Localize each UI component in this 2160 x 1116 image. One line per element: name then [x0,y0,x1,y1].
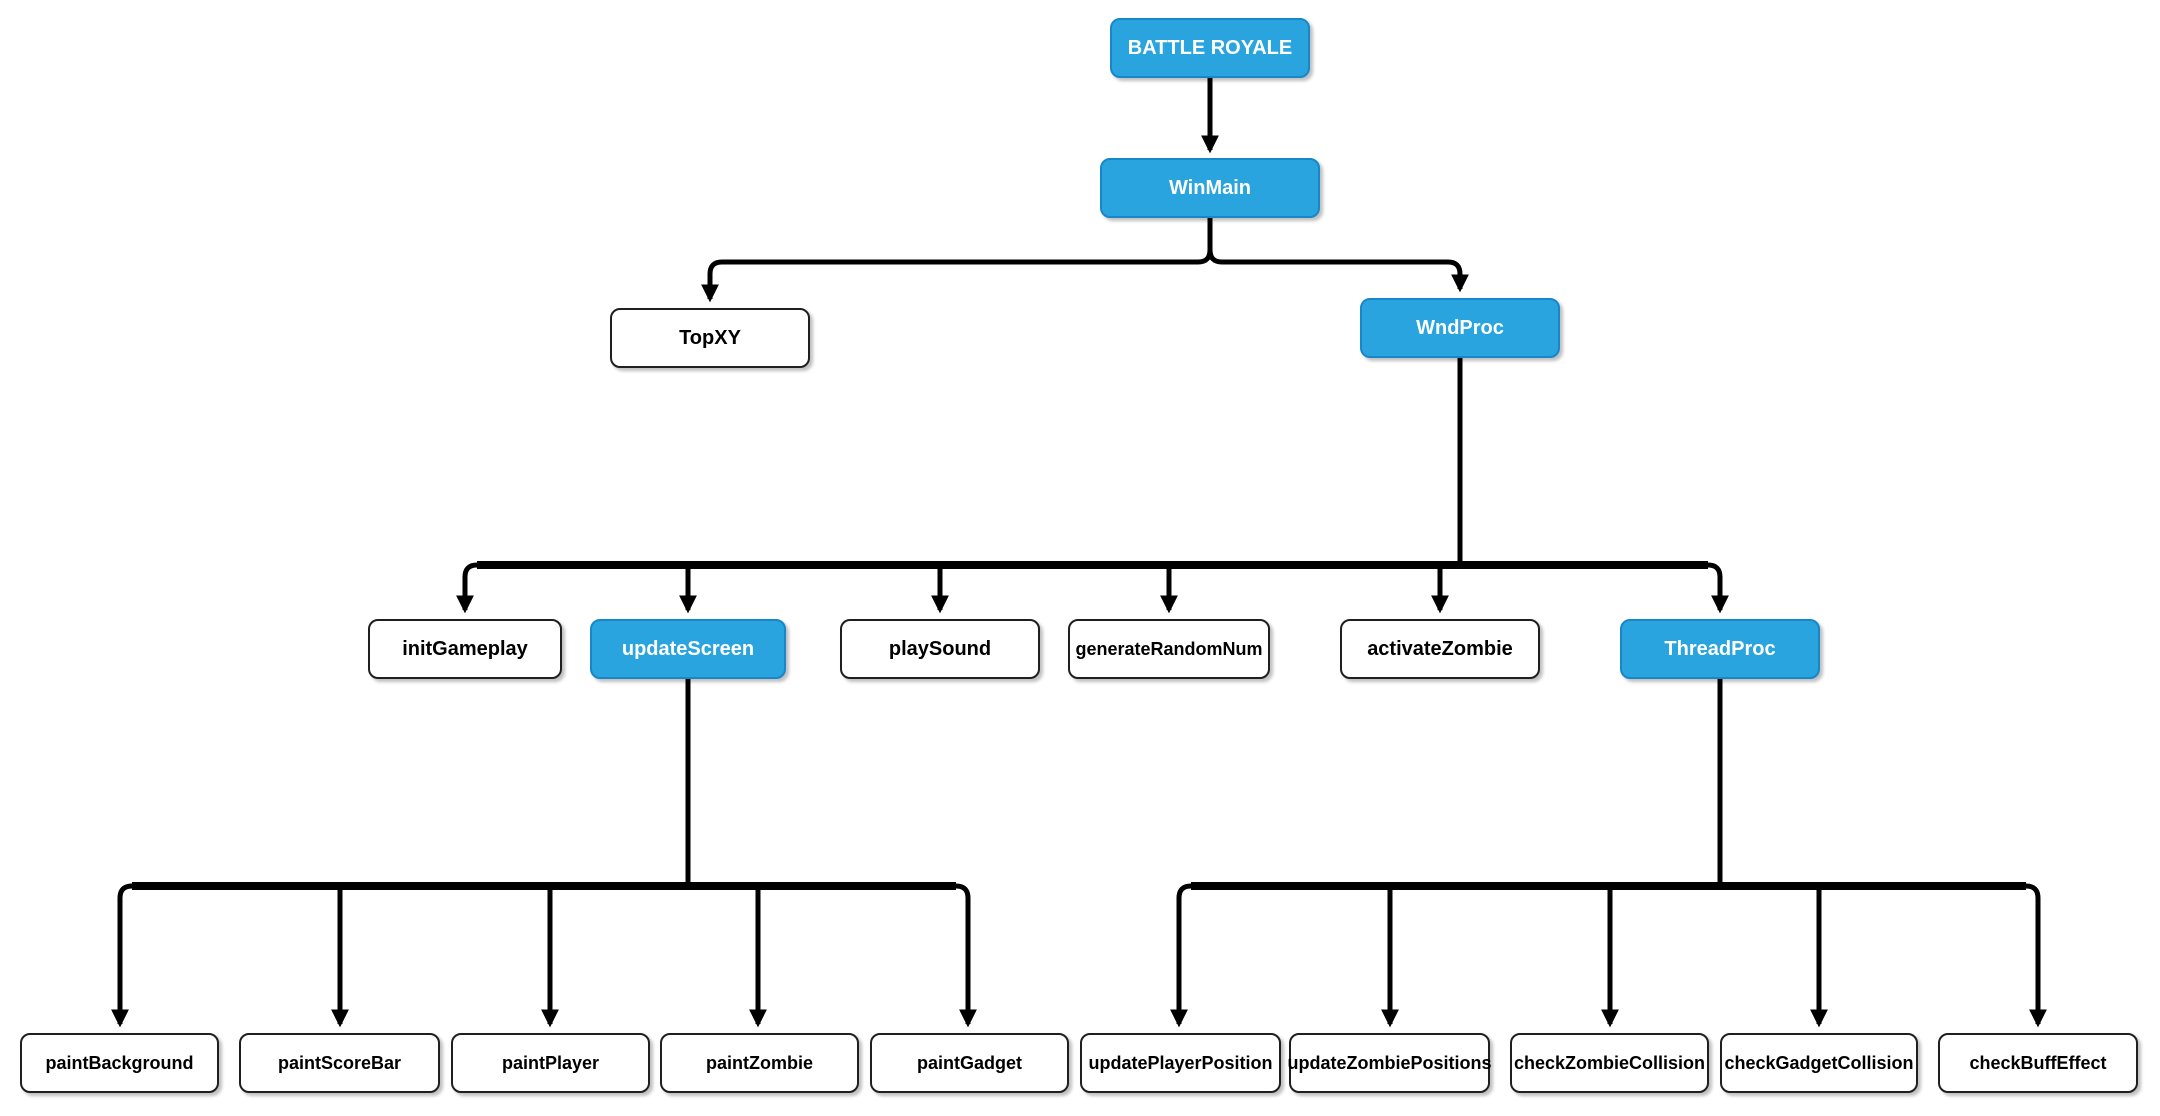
node-label: ThreadProc [1664,637,1776,660]
node-battle-royale[interactable]: BATTLE ROYALE [1110,18,1310,78]
edge-group-updatescreen [111,679,977,1028]
node-winmain[interactable]: WinMain [1100,158,1320,218]
node-wndproc[interactable]: WndProc [1360,298,1560,358]
node-label: WinMain [1168,176,1252,199]
node-label: activateZombie [1367,637,1513,660]
node-check-zombie-collision[interactable]: checkZombieCollision [1510,1033,1709,1093]
node-label: updateScreen [621,637,755,660]
node-init-gameplay[interactable]: initGameplay [368,619,562,679]
edge-group-winmain [701,218,1469,303]
edge-group-threadproc [1170,679,2047,1028]
node-label: checkZombieCollision [1513,1052,1706,1073]
node-label: checkBuffEffect [1969,1052,2107,1073]
node-label: WndProc [1416,316,1504,339]
node-label: paintBackground [45,1052,194,1073]
node-label: checkGadgetCollision [1724,1052,1914,1073]
node-play-sound[interactable]: playSound [840,619,1040,679]
node-update-player-position[interactable]: updatePlayerPosition [1080,1033,1281,1093]
node-activate-zombie[interactable]: activateZombie [1340,619,1540,679]
node-label: TopXY [679,326,741,349]
node-generate-random-num[interactable]: generateRandomNum [1068,619,1270,679]
node-thread-proc[interactable]: ThreadProc [1620,619,1820,679]
node-label: paintScoreBar [277,1052,402,1073]
node-paint-player[interactable]: paintPlayer [451,1033,650,1093]
node-update-zombie-positions[interactable]: updateZombiePositions [1287,1033,1492,1093]
node-label: updatePlayerPosition [1088,1052,1273,1073]
node-label: paintGadget [916,1052,1022,1073]
node-paint-zombie[interactable]: paintZombie [660,1033,859,1093]
node-label: generateRandomNum [1075,638,1263,659]
node-topxy[interactable]: TopXY [610,308,810,368]
node-paint-background[interactable]: paintBackground [20,1033,219,1093]
node-paint-gadget[interactable]: paintGadget [870,1033,1069,1093]
node-label: updateZombiePositions [1287,1052,1492,1073]
node-label: playSound [888,637,992,660]
node-paint-score-bar[interactable]: paintScoreBar [239,1033,440,1093]
node-check-buff-effect[interactable]: checkBuffEffect [1938,1033,2138,1093]
node-label: paintPlayer [501,1052,600,1073]
node-label: paintZombie [706,1052,813,1073]
node-label: BATTLE ROYALE [1127,36,1293,59]
node-label: initGameplay [402,637,528,660]
edge-group-wndproc [456,358,1729,614]
node-update-screen[interactable]: updateScreen [590,619,786,679]
node-check-gadget-collision[interactable]: checkGadgetCollision [1720,1033,1918,1093]
